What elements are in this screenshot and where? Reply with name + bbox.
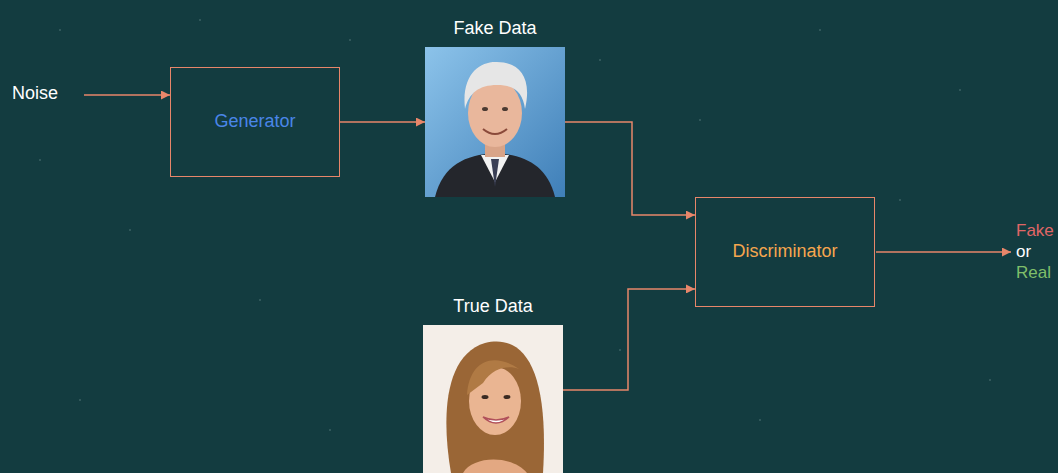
process-box: Generator [170,67,340,177]
image-node: True Data [423,325,563,473]
connector-arrow [340,121,425,123]
input-arrow [84,94,170,96]
image-node: Fake Data [425,47,565,197]
box-label: Generator [214,111,295,133]
output-label: Real [1016,263,1051,283]
output-arrow [876,251,1011,253]
connector-arrow [565,122,695,215]
input-label: Noise [12,83,58,105]
process-box: Discriminator [695,197,875,307]
connector-arrow [563,289,695,390]
real-face-photo [423,325,563,473]
image-heading: Fake Data [453,18,536,40]
image-heading: True Data [453,296,532,318]
fake-face-photo [425,47,565,197]
output-label: or [1016,242,1031,262]
box-label: Discriminator [732,241,837,263]
output-label: Fake [1016,221,1054,241]
